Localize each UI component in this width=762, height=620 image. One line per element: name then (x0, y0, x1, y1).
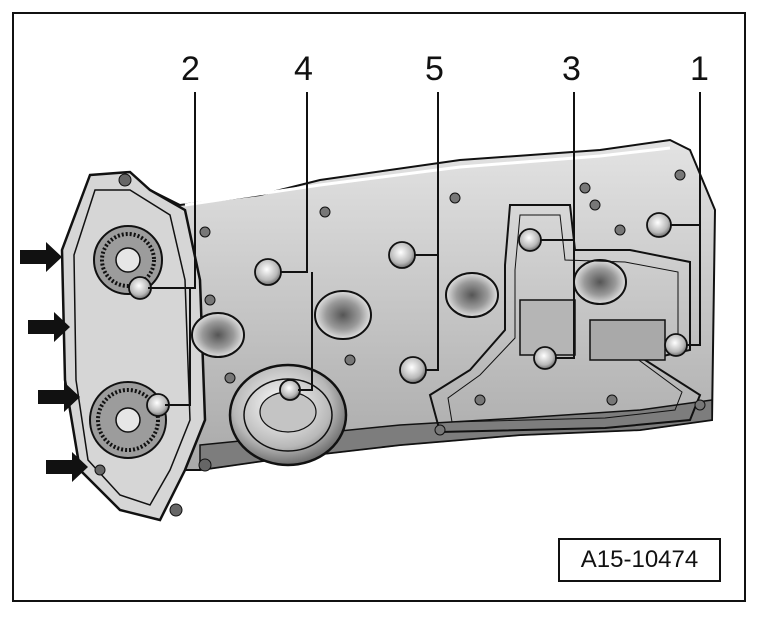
arrow-icon (46, 452, 88, 482)
callout-3: 3 (562, 50, 581, 88)
leader-2b (165, 288, 191, 406)
leader-4 (280, 92, 308, 273)
leader-3b (555, 240, 575, 359)
bolt-1-lower (664, 333, 688, 357)
leader-2 (148, 92, 196, 289)
callout-1: 1 (690, 50, 709, 88)
bolt-points (128, 169, 706, 436)
bolt-4-upper (254, 258, 282, 286)
cover-gasket (428, 204, 702, 434)
arrow-icon (38, 382, 80, 412)
arrow-icon (20, 242, 62, 272)
alignment-arrows (20, 242, 88, 482)
callout-4: 4 (294, 50, 313, 88)
leader-5b (425, 255, 439, 371)
oil-filler-cap (228, 363, 348, 467)
bolt-1-upper (646, 212, 672, 238)
arrow-icon (28, 312, 70, 342)
callout-5: 5 (425, 50, 444, 88)
bolt-4-lower (279, 379, 301, 401)
bolt-5-upper (388, 241, 416, 269)
figure-id-label: A15-10474 (558, 538, 721, 582)
leader-4b (298, 272, 313, 391)
leader-1b (686, 225, 701, 346)
bolt-3-lower (533, 346, 557, 370)
bolt-3-upper (518, 228, 542, 252)
leader-lines (148, 92, 701, 406)
bolt-5-lower (399, 356, 427, 384)
camshaft-wells (191, 259, 627, 358)
bolt-2-upper (128, 276, 152, 300)
callout-2: 2 (181, 50, 200, 88)
